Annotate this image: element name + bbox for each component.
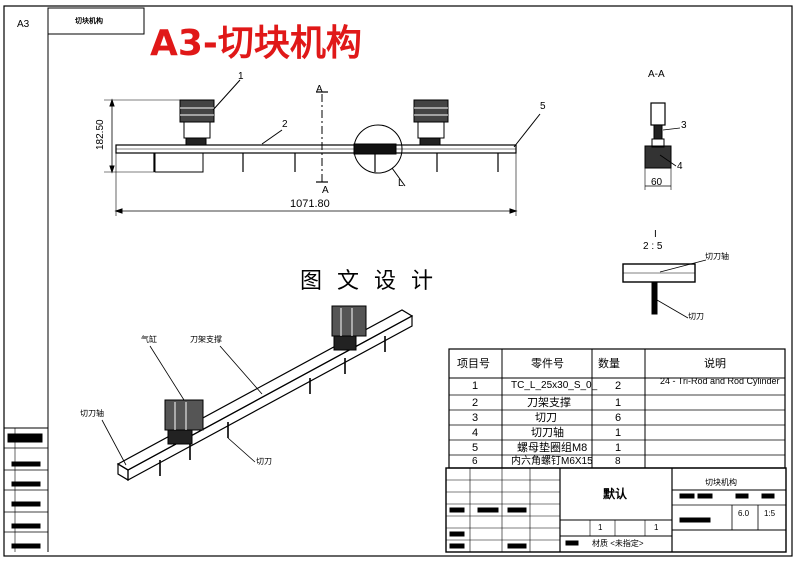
section-view (644, 102, 681, 190)
title-block-material: 默认 (603, 487, 628, 501)
bom-row-6-qty: 8 (615, 456, 621, 467)
bom-header-qty: 数量 (598, 358, 620, 370)
balloon-2: 2 (282, 119, 288, 130)
section-mark-top: A (316, 84, 323, 95)
title-block-footer: 材质 <未指定> (592, 539, 644, 548)
bom-row-1-part: TC_L_25x30_S_0_ (511, 380, 598, 391)
detail-label-shaft: 切刀轴 (705, 252, 729, 261)
bom-row-2-item: 2 (472, 397, 479, 409)
iso-label-knife: 切刀 (256, 457, 272, 466)
bom-row-5-part: 螺母垫圈组M8 (517, 442, 588, 454)
bom-row-3-part: 切刀 (535, 412, 557, 424)
bom-header-desc: 说明 (704, 358, 726, 370)
title-block-scale-a: 6.0 (738, 509, 750, 518)
detail-label-knife: 切刀 (688, 312, 704, 321)
title-block-count-a: 1 (598, 523, 603, 532)
dim-length: 1071.80 (290, 198, 330, 210)
front-view (104, 79, 541, 216)
title-block-name: 切块机构 (705, 478, 737, 487)
iso-label-shaft: 切刀轴 (80, 409, 104, 418)
iso-view (101, 305, 414, 482)
title-block-grid (445, 467, 787, 553)
section-title: A-A (648, 69, 665, 80)
title-box-text: 切块机构 (75, 18, 103, 25)
bom-row-6-part: 内六角螺钉M6X15 (511, 456, 593, 467)
bom-row-2-part: 刀架支撑 (527, 397, 571, 409)
detail-title: I (654, 229, 657, 240)
left-revision-strip (4, 427, 48, 552)
balloon-4: 4 (677, 161, 683, 172)
bom-row-1-desc: 24 - Tri-Rod and Rod Cylinder (660, 377, 780, 386)
balloon-3: 3 (681, 120, 687, 131)
detail-callout: L (398, 178, 404, 189)
section-mark-bottom: A (322, 185, 329, 196)
big-title: A3-切块机构 (150, 23, 362, 64)
sheet-format: A3 (17, 19, 30, 30)
outer-border (3, 5, 793, 557)
detail-view (622, 259, 707, 319)
bom-row-2-qty: 1 (615, 397, 622, 409)
bom-header-item: 项目号 (457, 358, 490, 370)
bom-row-3-qty: 6 (615, 412, 622, 424)
balloon-5: 5 (540, 101, 546, 112)
balloon-1: 1 (238, 71, 244, 82)
title-block-count-b: 1 (654, 523, 659, 532)
iso-label-cylinder: 气缸 (141, 335, 157, 344)
bom-header-part: 零件号 (531, 358, 564, 370)
bom-row-5-item: 5 (472, 442, 479, 454)
watermark-text: 图 文 设 计 (300, 269, 437, 294)
iso-label-support: 刀架支撑 (190, 335, 222, 344)
bom-row-5-qty: 1 (615, 442, 622, 454)
dim-height: 182.50 (95, 119, 106, 150)
bom-row-4-part: 切刀轴 (531, 427, 564, 439)
bom-row-1-qty: 2 (615, 380, 622, 392)
bom-row-6-item: 6 (472, 456, 478, 467)
title-block-scale-b: 1:5 (764, 509, 776, 518)
bom-row-3-item: 3 (472, 412, 479, 424)
bom-row-4-item: 4 (472, 427, 479, 439)
detail-scale: 2 : 5 (643, 241, 663, 252)
dim-width: 60 (651, 177, 663, 188)
bom-row-1-item: 1 (472, 380, 479, 392)
bom-grid (448, 348, 786, 469)
bom-row-4-qty: 1 (615, 427, 622, 439)
